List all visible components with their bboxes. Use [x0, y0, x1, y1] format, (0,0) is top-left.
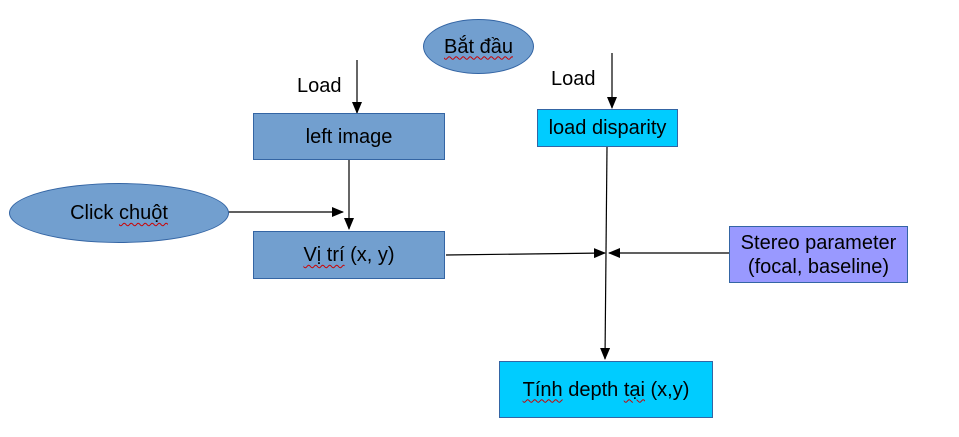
stereo-parameter-box: Stereo parameter (focal, baseline): [729, 226, 908, 283]
depth-middle: depth: [562, 378, 624, 401]
position-box: Vị trí (x, y): [253, 231, 445, 279]
arrow-disparity-to-depth: [600, 146, 611, 360]
left-image-box: left image: [253, 113, 445, 160]
position-suffix: (x, y): [344, 244, 395, 266]
load-disparity-label: load disparity: [548, 117, 667, 139]
load-disparity-box: load disparity: [537, 109, 678, 147]
depth-word: tại: [623, 378, 645, 401]
compute-depth-text: Tính depth tại (x,y): [523, 378, 690, 402]
start-ellipse: Bắt đầu: [423, 19, 534, 74]
depth-prefix: Tính: [522, 378, 563, 401]
compute-depth-box: Tính depth tại (x,y): [499, 361, 713, 418]
stereo-line-2: (focal, baseline): [747, 255, 890, 278]
depth-suffix: (x,y): [644, 378, 690, 401]
position-prefix: Vị trí: [303, 244, 345, 266]
arrow-position-to-junction: [445, 248, 606, 259]
mouse-click-ellipse: Click chuột: [9, 183, 229, 243]
start-label: Bắt đầu: [444, 35, 513, 58]
mouse-click-word: chuột: [118, 202, 168, 224]
load-label-right: Load: [551, 68, 596, 90]
left-image-label: left image: [305, 125, 393, 148]
mouse-click-text: Click chuột: [70, 202, 168, 224]
load-label-left: Load: [297, 75, 342, 97]
position-text: Vị trí (x, y): [303, 243, 394, 267]
stereo-line-1: Stereo parameter: [740, 231, 897, 254]
